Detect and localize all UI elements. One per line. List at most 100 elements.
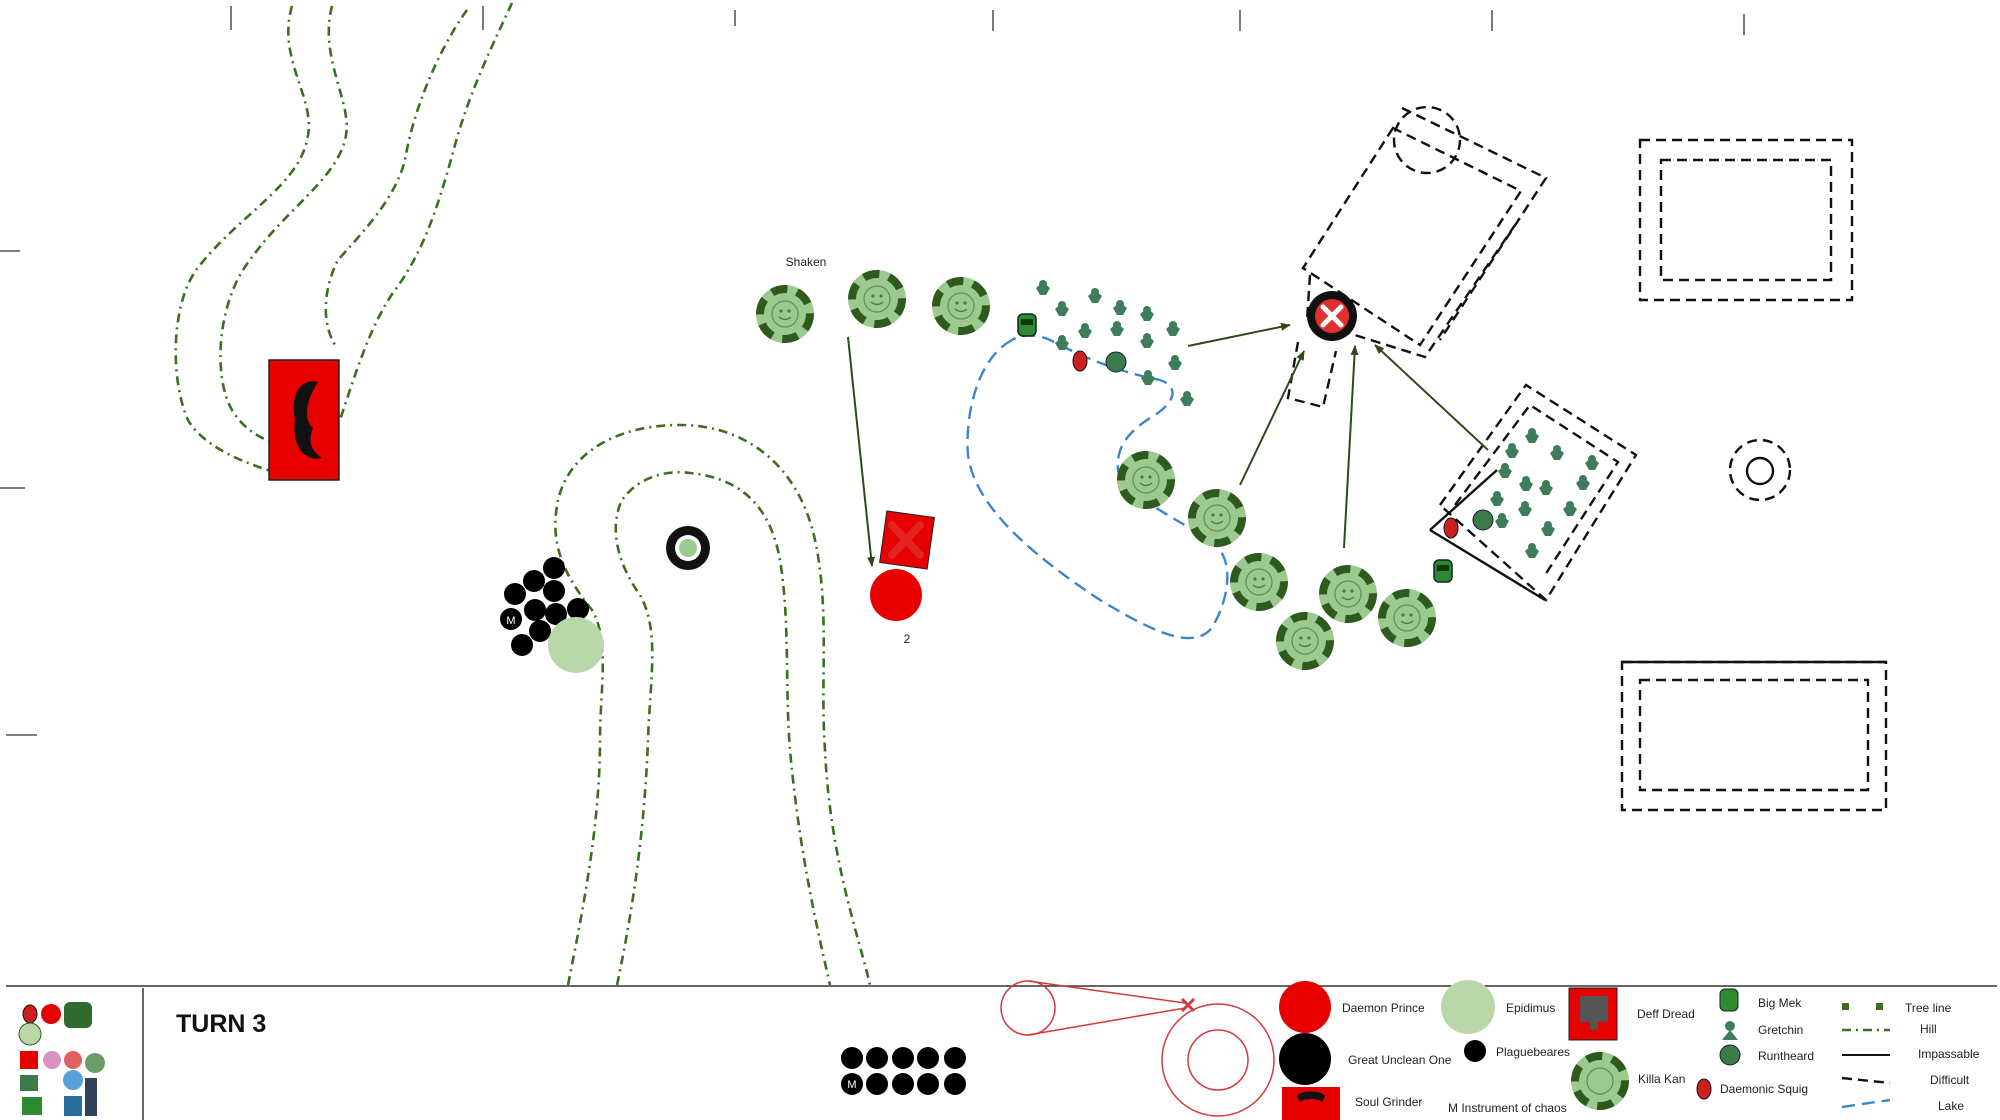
difficult-terrain: [1286, 105, 1888, 812]
plaguebearers-unit[interactable]: [500, 557, 589, 656]
daemonic-squig-unit[interactable]: [1072, 350, 1088, 372]
gretchin-unit[interactable]: [1519, 476, 1533, 491]
fire-arrows: [847, 322, 1489, 567]
destroyed-x-icon: [1320, 304, 1344, 328]
hill-top-left: [174, 2, 514, 481]
killa-kan-icon: [1334, 580, 1362, 608]
soul-grinder[interactable]: [268, 359, 340, 481]
gretchin-unit[interactable]: [1539, 480, 1553, 495]
gretchin-unit[interactable]: [1490, 491, 1504, 506]
soul-grinder-icon: [293, 381, 322, 459]
killa-kan-unit[interactable]: [1188, 489, 1246, 547]
legend-blast-x: [1180, 997, 1196, 1013]
killa-kan-icon: [1291, 627, 1319, 655]
lake: [966, 334, 1229, 640]
killa-kan-unit[interactable]: [1378, 589, 1436, 647]
legend-difficult-swatch: [1841, 1076, 1891, 1085]
great-unclean-one-destroyed[interactable]: [1307, 291, 1357, 341]
killa-kan-icon: [771, 300, 799, 328]
prince-wounds: 2: [904, 632, 911, 646]
big-mek-icon: [1719, 988, 1739, 1012]
legend-killa-kan-swatch: [1571, 1052, 1629, 1110]
legend-impassable-label: Impassable: [1918, 1047, 1980, 1061]
deff-dread-icon: [1580, 996, 1608, 1022]
killa-kan-unit[interactable]: [1117, 451, 1175, 509]
legend-deff-dread-label: Deff Dread: [1637, 1007, 1695, 1021]
legend-epidimus-swatch: [1441, 980, 1495, 1034]
legend-difficult-label: Difficult: [1930, 1073, 1970, 1087]
gretchin-unit[interactable]: [1541, 521, 1555, 536]
daemon-prince-unit[interactable]: [870, 569, 922, 621]
impassable-terrain: [1429, 456, 1886, 664]
epidimus-unit[interactable]: [548, 617, 604, 673]
gretchin-unit[interactable]: [1498, 463, 1512, 478]
gretchin-unit[interactable]: [1055, 335, 1069, 350]
killa-kan-unit[interactable]: [756, 285, 814, 343]
icon-tray: [18, 1002, 105, 1116]
killa-kan-unit[interactable]: [1230, 553, 1288, 611]
edge-ticks: [0, 6, 1745, 736]
killa-kans: [756, 270, 1436, 670]
gretchin-unit[interactable]: [1088, 288, 1102, 303]
gretchin-unit[interactable]: [1166, 321, 1180, 336]
legend-deff-dread-swatch: [1568, 987, 1618, 1041]
legend-runtheard-swatch: [1719, 1044, 1741, 1066]
runtheard-unit-2[interactable]: [1472, 509, 1494, 531]
legend-gretchin-label: Gretchin: [1758, 1023, 1803, 1037]
gretchin-unit[interactable]: [1180, 391, 1194, 406]
gretchin-unit[interactable]: [1140, 306, 1154, 321]
legend-epidimus-label: Epidimus: [1506, 1001, 1555, 1015]
legend-instrument-m: M: [847, 1079, 856, 1091]
legend-killa-kan-label: Killa Kan: [1638, 1072, 1685, 1086]
gretchin-unit[interactable]: [1055, 301, 1069, 316]
gretchin-unit[interactable]: [1525, 543, 1539, 558]
gretchin-unit[interactable]: [1036, 280, 1050, 295]
runtheard-unit[interactable]: [1105, 351, 1127, 373]
legend-big-mek-label: Big Mek: [1758, 996, 1802, 1010]
instrument-marker: M: [506, 615, 515, 627]
legend-daemonic-squig-label: Daemonic Squig: [1720, 1082, 1808, 1096]
gretchin-unit[interactable]: [1168, 355, 1182, 370]
gretchin-unit[interactable]: [1078, 323, 1092, 338]
legend-great-unclean-one-swatch: [1279, 1033, 1331, 1085]
legend-soul-grinder-label: Soul Grinder: [1355, 1095, 1422, 1109]
big-mek-unit-2[interactable]: [1433, 559, 1453, 583]
shaken-label: Shaken: [786, 255, 827, 269]
gretchin-unit[interactable]: [1550, 445, 1564, 460]
gretchin-unit[interactable]: [1576, 475, 1590, 490]
turn-title: TURN 3: [176, 1010, 266, 1038]
great-unclean-one-unit[interactable]: [666, 526, 710, 570]
legend-daemon-prince-label: Daemon Prince: [1342, 1001, 1425, 1015]
big-mek-unit[interactable]: [1017, 313, 1037, 337]
gretchin-unit[interactable]: [1140, 333, 1154, 348]
legend-great-unclean-one-label: Great Unclean One: [1348, 1053, 1452, 1067]
legend-instrument-label: M Instrument of chaos: [1448, 1101, 1567, 1115]
gretchin-unit[interactable]: [1525, 428, 1539, 443]
deff-dread-destroyed[interactable]: [879, 510, 935, 570]
hill-center: [554, 423, 872, 986]
gretchin-unit[interactable]: [1495, 513, 1509, 528]
killa-kan-icon: [1132, 466, 1160, 494]
legend-tree-line-label: Tree line: [1905, 1001, 1952, 1015]
gretchin-unit[interactable]: [1585, 455, 1599, 470]
legend-hill-label: Hill: [1920, 1022, 1937, 1036]
daemonic-squig-icon: [1696, 1078, 1712, 1100]
legend-lake-swatch: [1841, 1098, 1891, 1109]
gretchin-unit[interactable]: [1110, 321, 1124, 336]
gretchin-unit[interactable]: [1505, 443, 1519, 458]
killa-kan-unit[interactable]: [848, 270, 906, 328]
killa-kan-icon: [863, 285, 891, 313]
gretchin-unit[interactable]: [1563, 501, 1577, 516]
gretchin-unit[interactable]: [1141, 370, 1155, 385]
killa-kan-unit[interactable]: [1276, 612, 1334, 670]
legend-plaguebearers: [841, 1047, 966, 1095]
legend-plaguebearers-label: Plaguebeares: [1496, 1045, 1570, 1059]
killa-kan-unit[interactable]: [1319, 565, 1377, 623]
killa-kan-icon: [1393, 604, 1421, 632]
daemonic-squig-unit-2[interactable]: [1443, 517, 1459, 539]
gretchin-unit[interactable]: [1113, 300, 1127, 315]
gretchin-unit[interactable]: [1518, 501, 1532, 516]
killa-kan-unit[interactable]: [932, 277, 990, 335]
legend-templates: [1000, 980, 1275, 1117]
